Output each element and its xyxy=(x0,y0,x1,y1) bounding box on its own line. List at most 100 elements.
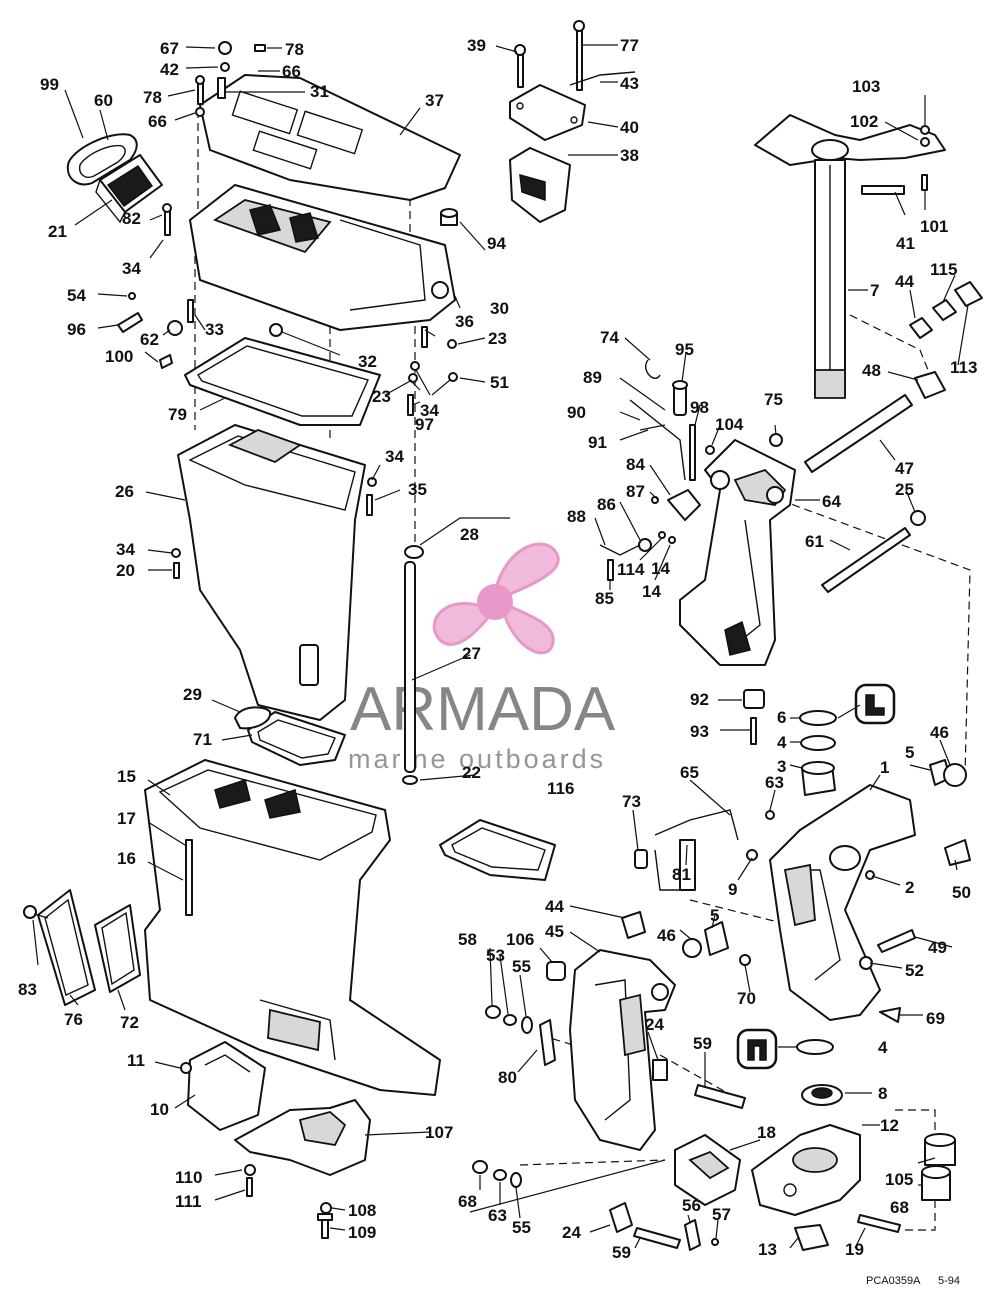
callout-101: 101 xyxy=(920,217,948,236)
callout-111: 111 xyxy=(175,1192,202,1211)
callout-92: 92 xyxy=(690,690,709,709)
callout-58: 58 xyxy=(458,930,477,949)
callout-51: 51 xyxy=(490,373,509,392)
callout-102: 102 xyxy=(850,112,878,131)
sealant-icon xyxy=(736,1028,778,1070)
callout-116: 116 xyxy=(547,779,574,798)
callout-17: 17 xyxy=(117,809,136,828)
callout-68: 68 xyxy=(458,1192,477,1211)
callout-3: 3 xyxy=(777,757,786,776)
callout-65: 65 xyxy=(680,763,699,782)
callout-28: 28 xyxy=(460,525,479,544)
callout-37: 37 xyxy=(425,91,444,110)
callout-103: 103 xyxy=(852,77,880,96)
callout-54: 54 xyxy=(67,286,86,305)
callout-numbers: 67 42 78 66 78 31 66 99 60 37 21 82 34 5… xyxy=(18,36,977,1262)
callout-88: 88 xyxy=(567,507,586,526)
grease-icon xyxy=(854,683,896,725)
callout-29: 29 xyxy=(183,685,202,704)
callout-71: 71 xyxy=(193,730,212,749)
part-12-bracket xyxy=(751,1124,861,1216)
callout-10: 10 xyxy=(150,1100,169,1119)
callout-42: 42 xyxy=(160,60,179,79)
watermark-tagline: marine outboards xyxy=(348,744,606,774)
part-40-bracket xyxy=(509,20,636,141)
part-1-stern-bracket xyxy=(769,784,916,1021)
callout-34: 34 xyxy=(420,401,439,420)
callout-25: 25 xyxy=(895,480,914,499)
callout-46: 46 xyxy=(657,926,676,945)
callout-113: 113 xyxy=(950,358,977,377)
callout-6: 6 xyxy=(777,708,786,727)
callout-59: 59 xyxy=(693,1034,712,1053)
callout-47: 47 xyxy=(895,459,914,478)
callout-76: 76 xyxy=(64,1010,83,1029)
callout-19: 19 xyxy=(845,1240,864,1259)
part-15-midsection-housing xyxy=(144,759,441,1096)
callout-49: 49 xyxy=(928,938,947,957)
callout-98: 98 xyxy=(690,398,709,417)
callout-60: 60 xyxy=(94,91,113,110)
part-61-bolt xyxy=(821,510,926,593)
callout-63: 63 xyxy=(765,773,784,792)
callout-93: 93 xyxy=(690,722,709,741)
callout-90: 90 xyxy=(567,403,586,422)
callout-77: 77 xyxy=(620,36,639,55)
callout-78: 78 xyxy=(285,40,304,59)
callout-46: 46 xyxy=(930,723,949,742)
callout-23: 23 xyxy=(372,387,391,406)
part-65-bracket xyxy=(634,809,739,891)
callout-108: 108 xyxy=(348,1201,376,1220)
part-72-gasket xyxy=(94,904,141,993)
watermark: ARMADA marine outboards xyxy=(348,542,616,774)
part-4-seal-lower xyxy=(796,1039,834,1055)
callout-40: 40 xyxy=(620,118,639,137)
part-18-clamp xyxy=(674,1134,741,1206)
callout-52: 52 xyxy=(905,961,924,980)
callout-43: 43 xyxy=(620,74,639,93)
small-fasteners-left xyxy=(117,41,458,1239)
part-60-gasket xyxy=(66,133,138,186)
callout-23: 23 xyxy=(488,329,507,348)
callout-87: 87 xyxy=(626,482,645,501)
callout-34: 34 xyxy=(116,540,135,559)
callout-62: 62 xyxy=(140,330,159,349)
callout-79: 79 xyxy=(168,405,187,424)
callout-4: 4 xyxy=(878,1038,888,1057)
callout-1: 1 xyxy=(880,758,889,777)
callout-69: 69 xyxy=(926,1009,945,1028)
part-29-seal xyxy=(234,706,272,730)
callout-97: 97 xyxy=(415,415,434,434)
callout-72: 72 xyxy=(120,1013,139,1032)
callout-11: 11 xyxy=(127,1051,145,1070)
callout-67: 67 xyxy=(160,39,179,58)
callout-86: 86 xyxy=(597,495,616,514)
callout-66: 66 xyxy=(148,112,167,131)
callout-16: 16 xyxy=(117,849,136,868)
callout-73: 73 xyxy=(622,792,641,811)
callout-38: 38 xyxy=(620,146,639,165)
callout-44: 44 xyxy=(895,272,914,291)
callout-7: 7 xyxy=(870,281,879,300)
callout-45: 45 xyxy=(545,922,564,941)
callout-55: 55 xyxy=(512,957,531,976)
part-79-gasket xyxy=(184,337,381,426)
callout-105: 105 xyxy=(885,1170,913,1189)
callout-95: 95 xyxy=(675,340,694,359)
callout-48: 48 xyxy=(862,361,881,380)
callout-5: 5 xyxy=(710,906,719,925)
part-64-swivel-bracket xyxy=(679,439,796,666)
callout-8: 8 xyxy=(878,1084,887,1103)
part-37-exhaust-cover xyxy=(199,74,461,201)
callout-84: 84 xyxy=(626,455,645,474)
leader-lines xyxy=(32,44,969,1249)
part-105-68-mounts xyxy=(794,1133,956,1251)
drawing-code: PCA0359A xyxy=(866,1275,921,1287)
callout-99: 99 xyxy=(40,75,59,94)
callout-15: 15 xyxy=(117,767,136,786)
propeller-logo-icon xyxy=(432,542,560,655)
callout-83: 83 xyxy=(18,980,37,999)
callout-9: 9 xyxy=(728,880,737,899)
callout-34: 34 xyxy=(122,259,141,278)
